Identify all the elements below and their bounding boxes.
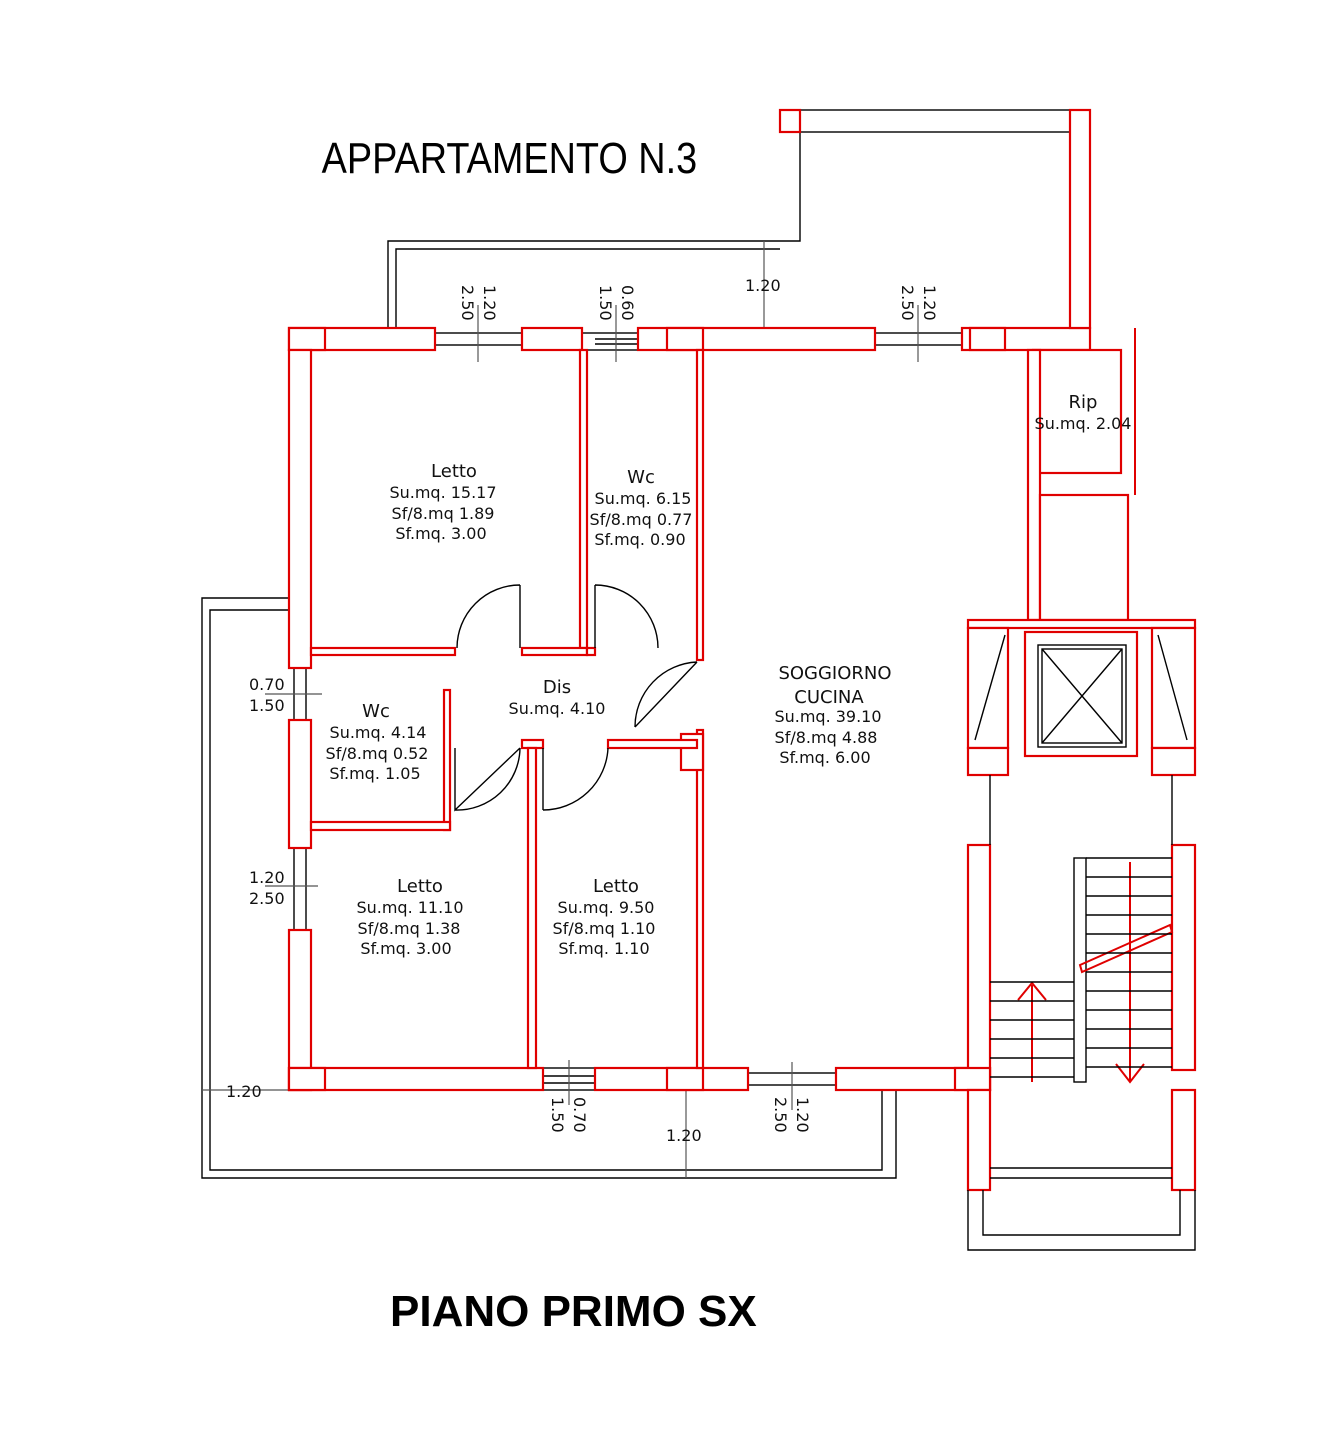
room-wc-1: Wc Su.mq. 6.15 Sf/8.mq 0.77 Sf.mq. 0.90: [590, 467, 693, 549]
dim-label: 1.50: [249, 696, 285, 715]
walls: [287, 108, 1197, 1192]
room-su: Su.mq. 11.10: [356, 898, 463, 917]
dim-label: 1.20: [226, 1082, 262, 1101]
room-su: Su.mq. 9.50: [558, 898, 655, 917]
room-name: Letto: [397, 876, 443, 897]
room-soggiorno-cucina: SOGGIORNO CUCINA Su.mq. 39.10 Sf/8.mq 4.…: [774, 663, 891, 767]
dim-label: 1.20: [793, 1097, 812, 1133]
dimension-labels: 1.20 2.50 0.60 1.50 1.20 1.20 2.50 0.70 …: [226, 276, 939, 1145]
room-sf8: Sf/8.mq 0.52: [326, 744, 429, 763]
room-su: Su.mq. 15.17: [389, 483, 496, 502]
room-letto-1: Letto Su.mq. 15.17 Sf/8.mq 1.89 Sf.mq. 3…: [389, 461, 496, 543]
room-sf: Sf.mq. 3.00: [360, 939, 451, 958]
room-sf: Sf.mq. 0.90: [594, 530, 685, 549]
room-su: Su.mq. 6.15: [595, 489, 692, 508]
room-name: Rip: [1069, 392, 1098, 413]
room-sf8: Sf/8.mq 1.10: [553, 919, 656, 938]
elevator: [974, 634, 1188, 748]
room-name: Dis: [543, 677, 571, 698]
dim-label: 2.50: [898, 285, 917, 321]
dim-label: 1.20: [920, 285, 939, 321]
dim-label: 1.50: [596, 285, 615, 321]
doors: [454, 584, 698, 812]
room-name-2: CUCINA: [794, 687, 864, 708]
room-dis: Dis Su.mq. 4.10: [509, 677, 606, 718]
room-name: Wc: [627, 467, 655, 488]
room-name: SOGGIORNO: [778, 663, 891, 684]
room-sf: Sf.mq. 3.00: [395, 524, 486, 543]
dim-label: 2.50: [771, 1097, 790, 1133]
room-su: Su.mq. 4.14: [330, 723, 427, 742]
room-sf: Sf.mq. 1.10: [558, 939, 649, 958]
dim-label: 1.50: [548, 1097, 567, 1133]
dim-label: 1.20: [745, 276, 781, 295]
dim-label: 2.50: [249, 889, 285, 908]
dim-label: 0.70: [570, 1097, 589, 1133]
room-name: Wc: [362, 701, 390, 722]
room-sf8: Sf/8.mq 1.38: [358, 919, 461, 938]
room-name: Letto: [431, 461, 477, 482]
staircase: [967, 775, 1196, 1251]
room-sf: Sf.mq. 1.05: [329, 764, 420, 783]
room-su: Su.mq. 4.10: [509, 699, 606, 718]
room-wc-2: Wc Su.mq. 4.14 Sf/8.mq 0.52 Sf.mq. 1.05: [326, 701, 429, 783]
room-rip: Rip Su.mq. 2.04: [1035, 392, 1132, 433]
floor-label: PIANO PRIMO SX: [390, 1287, 757, 1336]
dim-label: 1.20: [666, 1126, 702, 1145]
room-name: Letto: [593, 876, 639, 897]
room-sf8: Sf/8.mq 0.77: [590, 510, 693, 529]
apartment-title: APPARTAMENTO N.3: [322, 133, 698, 182]
room-sf8: Sf/8.mq 1.89: [392, 504, 495, 523]
room-sf: Sf.mq. 6.00: [779, 748, 870, 767]
terraces: [201, 109, 1071, 1179]
dim-label: 0.60: [618, 285, 637, 321]
dim-label: 1.20: [480, 285, 499, 321]
dim-label: 1.20: [249, 868, 285, 887]
dim-label: 0.70: [249, 675, 285, 694]
room-sf8: Sf/8.mq 4.88: [775, 728, 878, 747]
dimension-lines: [202, 241, 919, 1178]
room-su: Su.mq. 2.04: [1035, 414, 1132, 433]
room-letto-3: Letto Su.mq. 9.50 Sf/8.mq 1.10 Sf.mq. 1.…: [553, 876, 656, 958]
dim-label: 2.50: [458, 285, 477, 321]
room-letto-2: Letto Su.mq. 11.10 Sf/8.mq 1.38 Sf.mq. 3…: [356, 876, 463, 958]
room-su: Su.mq. 39.10: [774, 707, 881, 726]
